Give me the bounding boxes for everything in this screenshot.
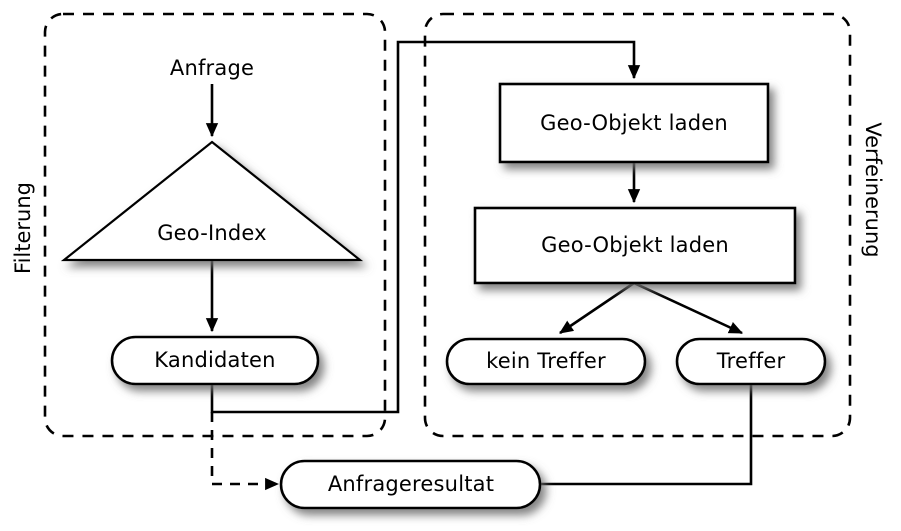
node-geo-objekt-laden-1-shape bbox=[498, 82, 770, 164]
node-kandidaten-shape bbox=[110, 335, 320, 386]
group-filterung-border bbox=[43, 12, 387, 438]
edge-kandidaten-to-geo-objekt-laden-1 bbox=[210, 40, 641, 414]
group-filterung: Filterung bbox=[11, 12, 387, 438]
node-kandidaten: Kandidaten bbox=[110, 335, 320, 386]
node-geo-objekt-laden-2: Geo-Objekt laden bbox=[473, 206, 797, 285]
node-kein-treffer-shape bbox=[445, 337, 647, 386]
node-kein-treffer: kein Treffer bbox=[445, 337, 647, 386]
node-geo-index-label: Geo-Index bbox=[157, 221, 267, 245]
group-filterung-label: Filterung bbox=[11, 182, 35, 274]
node-treffer: Treffer bbox=[675, 337, 827, 386]
group-verfeinerung-border bbox=[423, 12, 852, 438]
node-geo-objekt-laden-2-label: Geo-Objekt laden bbox=[541, 233, 729, 257]
node-geo-objekt-laden-2-shape bbox=[473, 206, 797, 285]
node-anfrageresultat-shape bbox=[279, 459, 542, 510]
edge-geo-objekt-laden-2-to-treffer bbox=[633, 281, 744, 335]
node-treffer-shape bbox=[675, 337, 827, 386]
group-verfeinerung: Verfeinerung bbox=[423, 12, 885, 438]
node-anfrageresultat-label: Anfrageresultat bbox=[328, 472, 494, 496]
node-anfrage-label: Anfrage bbox=[170, 56, 254, 80]
group-verfeinerung-label: Verfeinerung bbox=[861, 122, 885, 257]
node-geo-index-shape bbox=[60, 140, 364, 262]
node-geo-index: Geo-Index bbox=[60, 140, 364, 262]
node-geo-objekt-laden-1-label: Geo-Objekt laden bbox=[540, 111, 728, 135]
edge-kandidaten-to-anfrageresultat bbox=[210, 412, 280, 491]
node-anfrageresultat: Anfrageresultat bbox=[279, 459, 542, 510]
edge-geo-objekt-laden-2-to-kein-treffer bbox=[559, 281, 635, 335]
node-geo-objekt-laden-1: Geo-Objekt laden bbox=[498, 82, 770, 164]
node-kandidaten-label: Kandidaten bbox=[154, 348, 275, 372]
node-anfrage: Anfrage bbox=[170, 56, 254, 80]
node-kein-treffer-label: kein Treffer bbox=[486, 349, 606, 373]
node-treffer-label: Treffer bbox=[716, 349, 786, 373]
edge-treffer-to-anfrageresultat bbox=[540, 383, 753, 486]
